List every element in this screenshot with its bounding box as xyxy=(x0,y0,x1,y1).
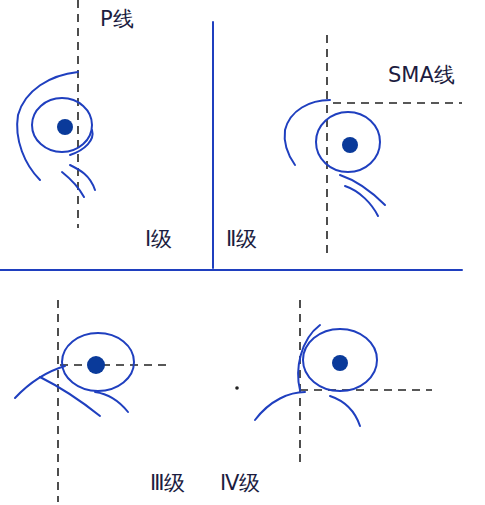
eyeball xyxy=(62,333,134,391)
eyeball xyxy=(303,329,377,391)
eye-outline xyxy=(285,100,330,165)
eye-outline xyxy=(17,72,78,180)
divider-line xyxy=(0,269,462,271)
eye-outline xyxy=(298,325,320,390)
eyeball xyxy=(316,112,380,172)
pupil xyxy=(342,137,358,153)
sma-line xyxy=(333,102,462,104)
pupil xyxy=(332,355,348,371)
grade-label: Ⅰ级 xyxy=(145,228,172,251)
p-line xyxy=(57,300,59,502)
eye-outline xyxy=(70,130,93,155)
ink-dot xyxy=(235,386,239,390)
eye-outline xyxy=(340,175,385,216)
eyeball xyxy=(32,98,92,152)
sma-line xyxy=(300,389,432,391)
line-label: P线 xyxy=(100,8,134,31)
pupil xyxy=(57,119,73,135)
pupil xyxy=(87,356,105,374)
p-line xyxy=(299,300,301,462)
p-line xyxy=(326,35,328,258)
eye-outline xyxy=(255,392,360,426)
eye-outline xyxy=(40,377,128,416)
grade-label: Ⅳ级 xyxy=(220,472,260,495)
divider-line xyxy=(212,22,214,268)
p-line xyxy=(77,0,79,228)
eye-outline xyxy=(62,165,95,197)
eye-outline xyxy=(15,366,65,398)
sma-line xyxy=(60,364,172,366)
line-label: SMA线 xyxy=(388,64,455,87)
grade-label: Ⅱ级 xyxy=(226,228,257,251)
grade-label: Ⅲ级 xyxy=(150,472,185,495)
